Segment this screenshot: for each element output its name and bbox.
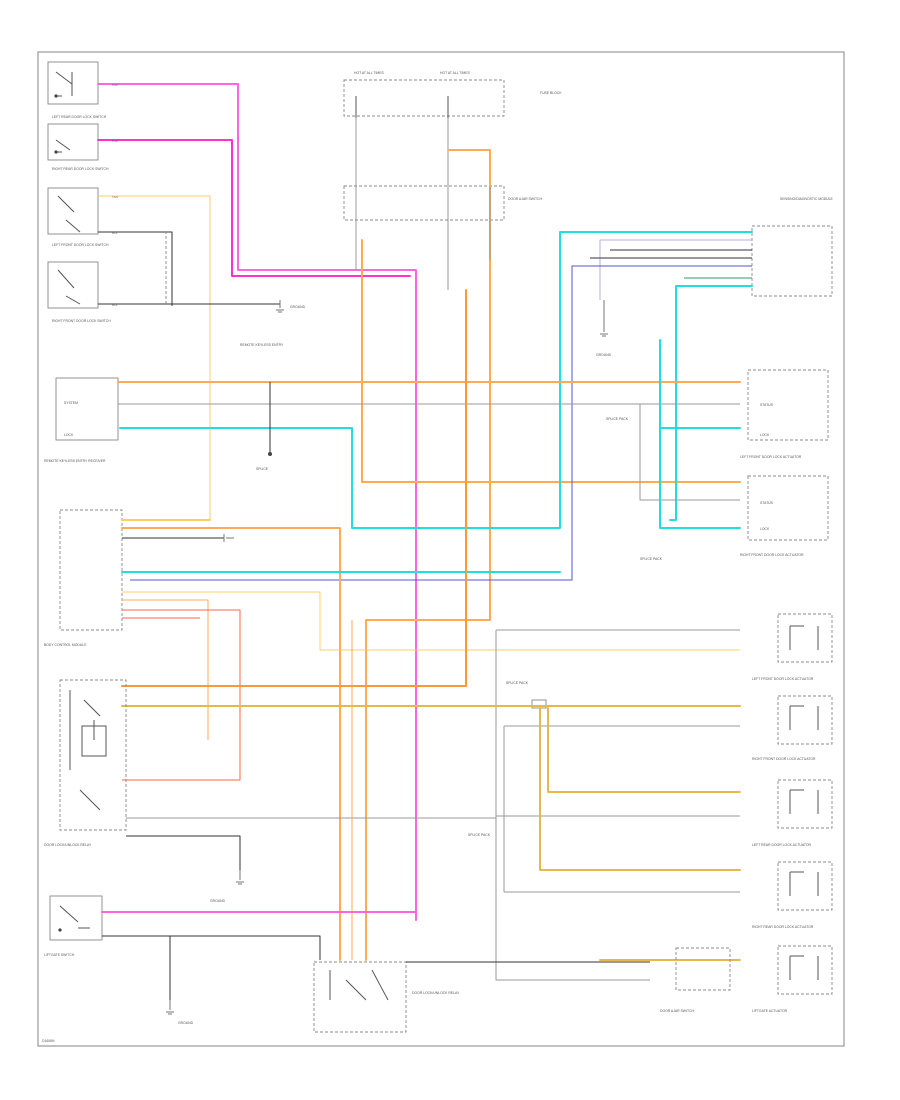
door-ajar-label: DOOR AJAR SWITCH xyxy=(660,1009,694,1013)
lr-actuator-label: LEFT REAR DOOR LOCK ACTUATOR xyxy=(752,843,812,847)
splice-rx: SPLICE xyxy=(256,452,272,471)
ground-lift-label: GROUND xyxy=(178,1021,194,1025)
receiver-lock: LOCK xyxy=(64,433,74,437)
sensing-label: SENSING/DIAGNOSTIC MODULE xyxy=(780,197,833,201)
wire-orange-bcm xyxy=(121,527,341,961)
left-front-door-block: RIGHT FRONT DOOR LOCK ACTUATOR STATUS LO… xyxy=(740,475,829,557)
right-front-door-block: LEFT FRONT DOOR LOCK ACTUATOR STATUS LOC… xyxy=(740,369,829,459)
wire-pink-2 xyxy=(97,139,411,277)
left-rear-switch-label: LEFT REAR DOOR LOCK SWITCH xyxy=(52,115,107,119)
ground-mid-label: GROUND xyxy=(596,353,612,357)
left-front-switch-label: LEFT FRONT DOOR LOCK SWITCH xyxy=(52,243,109,247)
right-front-actuator: RIGHT FRONT DOOR LOCK ACTUATOR xyxy=(752,695,833,761)
lf-door-status: STATUS xyxy=(760,403,774,407)
rf-actuator-label: RIGHT FRONT DOOR LOCK ACTUATOR xyxy=(752,757,816,761)
door-lock-relay: DOOR LOCK/UNLOCK RELAY xyxy=(44,679,127,847)
note-center: SPLICE PACK xyxy=(468,833,491,837)
right-rear-switch-label: RIGHT REAR DOOR LOCK SWITCH xyxy=(52,167,109,171)
fuse-right-label: HOT AT ALL TIMES xyxy=(440,71,471,75)
wire-label: PNK xyxy=(112,139,118,143)
wire-orange-bcm-2 xyxy=(122,599,209,740)
right-rear-actuator: RIGHT REAR DOOR LOCK ACTUATOR xyxy=(752,861,833,929)
left-front-actuator: LEFT FRONT DOOR LOCK ACTUATOR xyxy=(752,613,833,681)
note-mid-right: SPLICE PACK xyxy=(606,417,629,421)
fuse-left-label: HOT AT ALL TIMES xyxy=(354,71,385,75)
wire-label: TAN xyxy=(112,195,118,199)
wire-black-1 xyxy=(98,231,173,306)
liftgate-switch: LIFTGATE SWITCH xyxy=(44,895,103,957)
wire-orange-2 xyxy=(361,239,741,483)
wire-tan-1 xyxy=(98,195,211,520)
wire-label: BLK xyxy=(112,231,118,235)
wire-red-bcm xyxy=(122,609,241,781)
wire-black-lift xyxy=(102,935,321,960)
diagram-frame xyxy=(37,51,845,1047)
liftgate-actuator-label: LIFTGATE ACTUATOR xyxy=(752,1009,788,1013)
wire-tan-bcm-2 xyxy=(122,591,740,651)
wire-cyan-2 xyxy=(669,285,753,521)
receiver-label: REMOTE KEYLESS ENTRY RECEIVER xyxy=(44,459,106,463)
wire-yellow-drop-2 xyxy=(547,707,741,793)
ground-lift: GROUND xyxy=(166,1000,194,1025)
lf-door-lock: LOCK xyxy=(760,433,770,437)
lf-actuator-label: LEFT FRONT DOOR LOCK ACTUATOR xyxy=(752,677,814,681)
relay-label-lower: DOOR LOCK/UNLOCK RELAY xyxy=(44,843,92,847)
ground-bcm xyxy=(223,534,234,542)
ground-relay: GROUND xyxy=(210,870,244,903)
wire-cyan-1 xyxy=(119,231,753,529)
wire-gray-vertical xyxy=(495,630,650,981)
rf-door-lock: LOCK xyxy=(760,527,770,531)
wire-label: BLK xyxy=(112,303,118,307)
liftgate-actuator: LIFTGATE ACTUATOR xyxy=(752,945,833,1013)
wire-orange-fuse xyxy=(365,149,491,961)
bottom-relay-connector: DOOR LOCK/UNLOCK RELAY xyxy=(313,961,460,1033)
right-rear-door-lock-switch: RIGHT REAR DOOR LOCK SWITCH xyxy=(47,123,109,171)
splice-center: SPLICE PACK xyxy=(506,681,547,709)
bottom-relay-label: DOOR LOCK/UNLOCK RELAY xyxy=(412,991,460,995)
door-ajar-switch: DOOR AJAR SWITCH xyxy=(660,947,731,1013)
ground-relay-label: GROUND xyxy=(210,899,226,903)
wire-black-relay xyxy=(126,835,241,870)
wire-cyan-rdoor xyxy=(659,339,741,529)
rf-door-status: STATUS xyxy=(760,501,774,505)
right-front-switch-label: RIGHT FRONT DOOR LOCK SWITCH xyxy=(52,319,111,323)
ground-top-label: GROUND xyxy=(290,305,306,309)
body-control-module: BODY CONTROL MODULE xyxy=(44,509,123,647)
fuse-block: HOT AT ALL TIMES HOT AT ALL TIMES FUSE B… xyxy=(343,71,562,221)
bcm-label: BODY CONTROL MODULE xyxy=(44,643,87,647)
rf-door-label: RIGHT FRONT DOOR LOCK ACTUATOR xyxy=(740,553,804,557)
remote-keyless-receiver: SYSTEM LOCK REMOTE KEYLESS ENTRY RECEIVE… xyxy=(44,377,119,463)
note-splice: SPLICE PACK xyxy=(640,557,663,561)
left-front-door-lock-switch: LEFT FRONT DOOR LOCK SWITCH xyxy=(47,187,109,247)
wire-yellow-drop-1 xyxy=(539,707,741,871)
left-rear-door-lock-switch: LEFT REAR DOOR LOCK SWITCH xyxy=(47,61,107,119)
note-receiver: REMOTE KEYLESS ENTRY xyxy=(240,343,284,347)
receiver-status: SYSTEM xyxy=(64,401,78,405)
left-rear-actuator: LEFT REAR DOOR LOCK ACTUATOR xyxy=(752,779,833,847)
right-front-door-lock-switch: RIGHT FRONT DOOR LOCK SWITCH xyxy=(47,261,111,323)
ground-top: GROUND xyxy=(276,300,306,313)
wire-lavender-1 xyxy=(599,239,752,300)
ground-mid-right: GROUND xyxy=(596,300,612,357)
liftgate-switch-label: LIFTGATE SWITCH xyxy=(44,953,75,957)
relay-label: DOOR AJAR SWITCH xyxy=(508,197,542,201)
splice-label: SPLICE xyxy=(256,467,269,471)
page-code: D1606N xyxy=(42,1039,55,1043)
splice-center-label: SPLICE PACK xyxy=(506,681,529,685)
wire-blue-1 xyxy=(130,265,752,581)
wire-pink-1 xyxy=(97,83,417,921)
wire-orange-center xyxy=(121,289,467,687)
wire-gray-rdoor xyxy=(639,404,740,501)
lf-door-label: LEFT FRONT DOOR LOCK ACTUATOR xyxy=(740,455,802,459)
wire-label: PNK xyxy=(112,83,118,87)
sensing-module-connector: SENSING/DIAGNOSTIC MODULE xyxy=(751,197,833,297)
fuse-block-label: FUSE BLOCK xyxy=(540,91,562,95)
rr-actuator-label: RIGHT REAR DOOR LOCK ACTUATOR xyxy=(752,925,814,929)
